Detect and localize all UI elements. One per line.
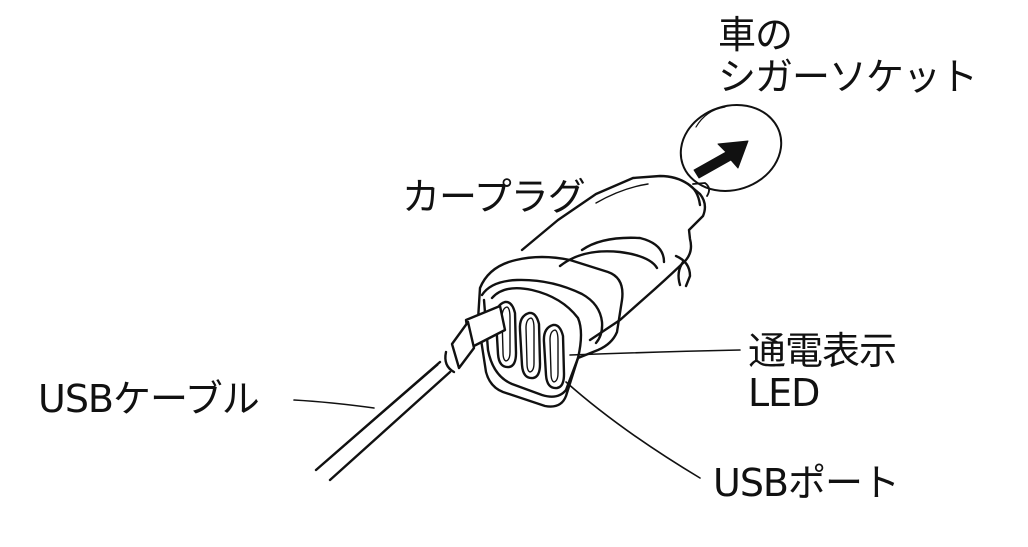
label-led-line2: LED xyxy=(748,371,820,415)
cigar-socket-illustration xyxy=(679,104,783,192)
usb-ports-illustration xyxy=(494,300,566,390)
usb-cable-illustration xyxy=(314,304,507,482)
leader-cable xyxy=(293,399,375,409)
leader-led xyxy=(569,349,741,356)
label-usb-cable: USBケーブル xyxy=(38,377,260,421)
label-car-plug: カープラグ xyxy=(402,175,586,219)
label-power-led: 通電表示 LED xyxy=(748,329,897,415)
charger-head-illustration xyxy=(476,255,624,408)
arrow-up-right-icon xyxy=(693,140,749,179)
label-usb-port: USBポート xyxy=(713,461,900,505)
label-car-cigar-socket: 車の シガーソケット xyxy=(718,13,978,99)
label-socket-line2: シガーソケット xyxy=(718,55,978,99)
label-socket-line1: 車の xyxy=(718,13,793,57)
label-led-line1: 通電表示 xyxy=(748,329,897,373)
car-plug-illustration xyxy=(520,174,710,342)
leader-port xyxy=(565,381,701,479)
